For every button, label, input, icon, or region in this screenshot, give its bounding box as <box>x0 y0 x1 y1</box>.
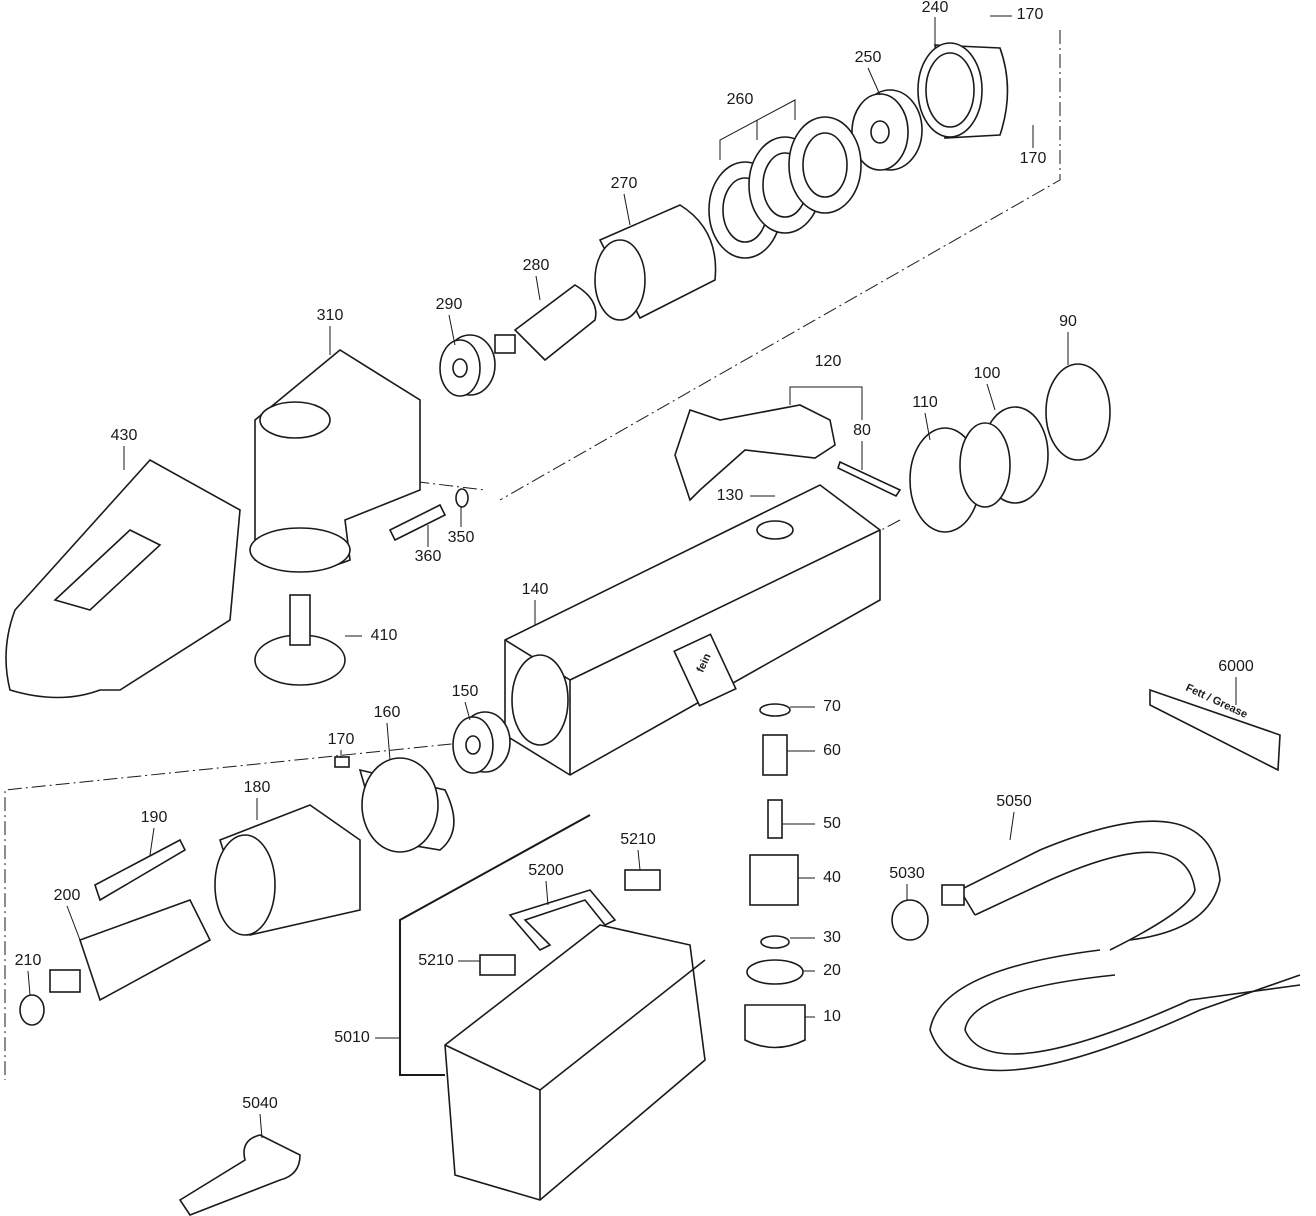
part-430-cover <box>5 458 241 699</box>
part-240-cap <box>917 42 1009 139</box>
part-label-150: 150 <box>451 683 479 700</box>
part-6000-grease-tube: Fett / Grease <box>1149 682 1281 772</box>
part-100-coupling <box>959 406 1049 508</box>
part-210-bushing <box>19 994 45 1026</box>
part-label-10: 10 <box>823 1008 841 1025</box>
part-label-190: 190 <box>140 809 168 826</box>
part-5200-handle <box>508 889 617 951</box>
part-label-250: 250 <box>854 49 882 66</box>
part-label-5040: 5040 <box>242 1095 278 1112</box>
part-5040-wrench <box>178 1134 301 1216</box>
part-label-70: 70 <box>823 698 841 715</box>
part-410-plate <box>254 594 346 686</box>
part-label-20: 20 <box>823 962 841 979</box>
part-label-60: 60 <box>823 742 841 759</box>
part-170-setscrew <box>334 756 350 768</box>
part-label-140: 140 <box>521 581 549 598</box>
part-280-shaft <box>494 284 597 362</box>
part-label-290: 290 <box>435 296 463 313</box>
part-200-rotor <box>49 899 212 1002</box>
part-190-vane <box>94 838 187 902</box>
part-5010-case <box>444 924 706 1201</box>
part-310-gear-head <box>249 349 421 573</box>
part-270-sleeve <box>594 204 717 321</box>
part-label-280: 280 <box>522 257 550 274</box>
part-label-310: 310 <box>316 307 344 324</box>
part-90-circlip <box>1045 363 1111 461</box>
part-label-80: 80 <box>853 422 871 439</box>
part-label-6000: 6000 <box>1218 658 1254 675</box>
part-260-washers <box>708 116 862 259</box>
part-label-350: 350 <box>447 529 475 546</box>
part-250-bearing <box>851 89 923 171</box>
part-120-lever <box>674 404 836 502</box>
part-label-170: 170 <box>1016 6 1044 23</box>
part-label-200: 200 <box>53 887 81 904</box>
part-label-270: 270 <box>610 175 638 192</box>
part-valve-stack <box>744 703 806 1049</box>
part-360-screw <box>388 503 447 542</box>
part-label-160: 160 <box>373 704 401 721</box>
part-label-410: 410 <box>370 627 398 644</box>
part-5210-latch <box>479 869 661 976</box>
part-label-180: 180 <box>243 779 271 796</box>
part-label-170: 170 <box>327 731 355 748</box>
part-label-170: 170 <box>1019 150 1047 167</box>
part-label-110: 110 <box>912 394 938 411</box>
part-label-130: 130 <box>716 487 744 504</box>
part-label-30: 30 <box>823 929 841 946</box>
part-350-ring <box>455 488 469 508</box>
part-label-40: 40 <box>823 869 841 886</box>
part-label-120: 120 <box>814 353 842 370</box>
part-label-5200: 5200 <box>528 862 564 879</box>
part-160-endplate <box>358 757 455 853</box>
part-150-bearing <box>452 711 511 774</box>
part-label-5050: 5050 <box>996 793 1032 810</box>
part-label-5030: 5030 <box>889 865 925 882</box>
part-label-210: 210 <box>14 952 42 969</box>
leader-lines <box>27 15 1237 1139</box>
part-label-240: 240 <box>921 0 949 16</box>
part-180-cylinder <box>214 804 361 936</box>
part-label-5010: 5010 <box>334 1029 370 1046</box>
part-140-motor-housing: fein <box>504 484 881 776</box>
part-label-260: 260 <box>726 91 754 108</box>
part-label-360: 360 <box>414 548 442 565</box>
part-label-5210: 5210 <box>620 831 656 848</box>
part-label-50: 50 <box>823 815 841 832</box>
part-label-5210: 5210 <box>418 952 454 969</box>
part-label-430: 430 <box>110 427 138 444</box>
part-5050-hose <box>929 820 1301 1072</box>
part-80-pin <box>837 460 902 498</box>
part-label-90: 90 <box>1059 313 1077 330</box>
part-5030-clamp <box>891 899 929 941</box>
part-290-bearing <box>439 334 496 397</box>
part-label-100: 100 <box>973 365 1001 382</box>
